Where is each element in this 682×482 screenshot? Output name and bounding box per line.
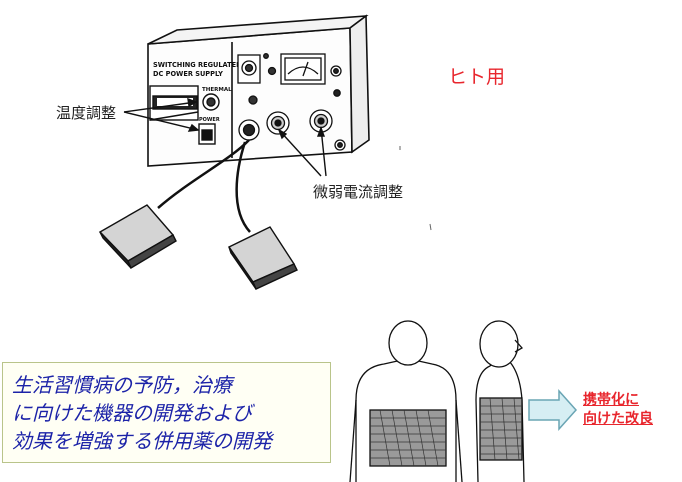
micro-current-adjust-label: 微弱電流調整 (313, 183, 404, 201)
improvement-line-1: 携帯化に (583, 392, 639, 408)
stray-mark (429, 223, 432, 231)
electrode-pad-right (227, 226, 298, 290)
improvement-arrow (528, 389, 578, 431)
human-use-label: ヒト用 (448, 66, 506, 88)
belt-mesh-back (370, 409, 446, 467)
electrode-pad-left (98, 204, 177, 270)
development-text-box: 生活習慣病の予防，治療 に向けた機器の開発および 効果を増強する併用薬の開発 (2, 362, 331, 463)
display-window (149, 85, 199, 121)
power-switch (198, 123, 216, 145)
text-line-2: に向けた機器の開発および (12, 401, 252, 425)
text-line-3: 効果を増強する併用薬の開発 (12, 429, 272, 453)
current-pointer-lines (277, 126, 327, 177)
right-panel-components (237, 53, 346, 151)
improvement-line-2: 向けた改良 (583, 411, 653, 427)
belt-mesh-side (480, 397, 522, 461)
panel-title-line2: DC POWER SUPPLY (153, 70, 223, 78)
person-back-view (349, 320, 463, 482)
electrode-cables (157, 139, 251, 233)
text-line-1: 生活習慣病の予防，治療 (12, 373, 232, 397)
person-side-view (475, 320, 525, 482)
power-label: POWER (199, 117, 220, 123)
thermal-knob (202, 93, 220, 111)
portable-improvement-label: 携帯化に 向けた改良 (583, 391, 653, 429)
panel-title-line1: SWITCHING REGULATED (153, 61, 242, 69)
thermal-label: THERMAL (202, 87, 232, 93)
temperature-pointer-lines (123, 97, 200, 132)
temperature-adjust-label: 温度調整 (56, 104, 117, 122)
